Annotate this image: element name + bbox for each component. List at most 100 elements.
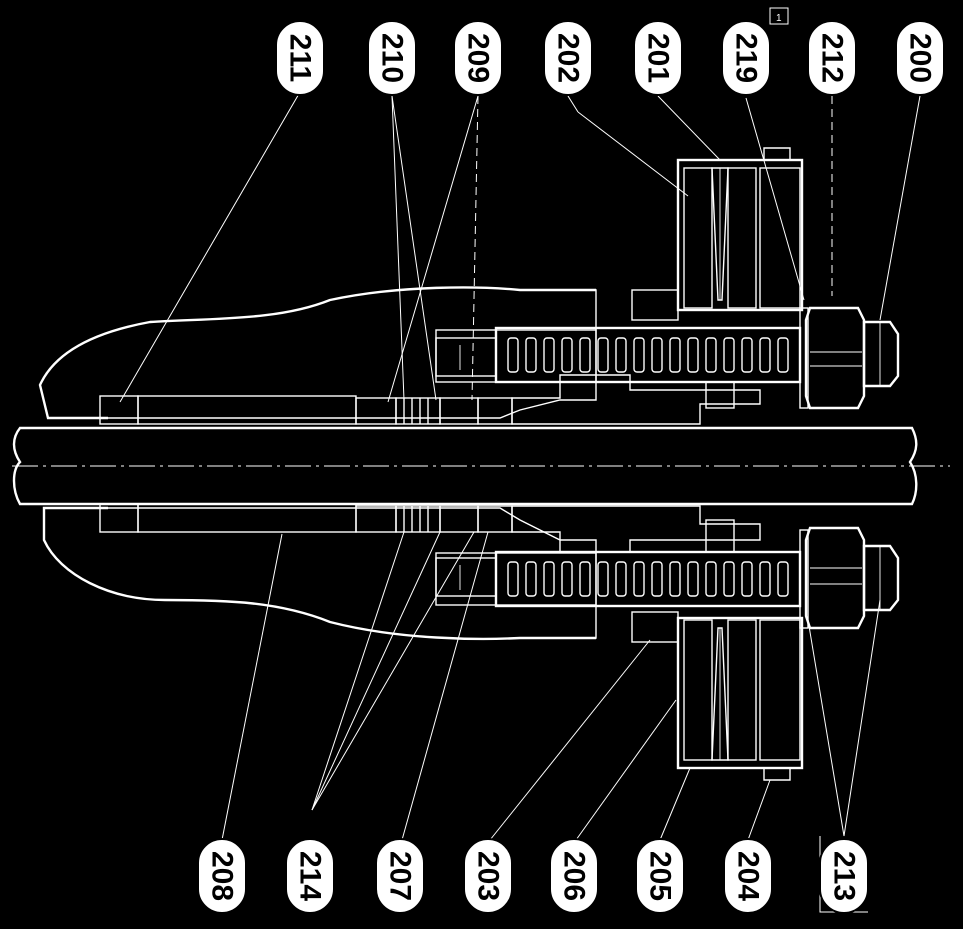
spring-stack-lower <box>676 616 804 770</box>
thread-mark <box>705 561 717 597</box>
callout-bubble-shape <box>723 838 773 914</box>
callout-209: 209 <box>453 20 503 96</box>
thread-mark <box>525 561 537 597</box>
thread-mark <box>651 337 663 373</box>
callout-211: 211 <box>275 20 325 96</box>
callout-bubble-shape <box>635 838 685 914</box>
spring-stack-upper <box>676 158 804 312</box>
thread-mark <box>597 337 609 373</box>
pin-upper <box>705 381 735 409</box>
callout-bubbles: 211 210 209 202 201 219 212 200 208 214 207 203 206 2… <box>197 20 945 914</box>
thread-mark <box>705 337 717 373</box>
shaft <box>12 426 950 506</box>
thread-mark <box>507 337 519 373</box>
callout-bubble-shape <box>543 20 593 96</box>
callout-219: 219 <box>721 20 771 96</box>
thread-mark <box>597 561 609 597</box>
callout-label: 200 <box>904 33 937 83</box>
thread-mark <box>669 561 681 597</box>
stud-lower <box>494 550 802 608</box>
callout-bubble-shape <box>463 838 513 914</box>
callout-label: 207 <box>384 851 417 901</box>
callout-205: 205 <box>635 838 685 914</box>
revision-mark-text: 1 <box>776 13 782 24</box>
pin-lower <box>705 519 735 553</box>
callout-bubble-shape <box>807 20 857 96</box>
thread-mark <box>669 337 681 373</box>
thread-mark <box>759 561 771 597</box>
stud-upper <box>494 326 802 384</box>
thread-mark <box>561 561 573 597</box>
thread-mark <box>759 337 771 373</box>
packing-rings <box>355 397 513 533</box>
thread-mark <box>777 561 789 597</box>
thread-mark <box>687 561 699 597</box>
callout-label: 209 <box>462 33 495 83</box>
callout-213: 213 <box>819 838 869 914</box>
thread-mark <box>651 561 663 597</box>
leader-lines <box>119 91 921 841</box>
callout-label: 219 <box>730 33 763 83</box>
callout-bubble-shape <box>275 20 325 96</box>
callout-206: 206 <box>549 838 599 914</box>
thread-mark <box>741 337 753 373</box>
callout-label: 214 <box>294 851 327 901</box>
callout-200: 200 <box>895 20 945 96</box>
callout-label: 202 <box>552 33 585 83</box>
callout-bubble-shape <box>367 20 417 96</box>
thread-mark <box>615 337 627 373</box>
callout-bubble-shape <box>549 838 599 914</box>
callout-bubble-shape <box>633 20 683 96</box>
thread-mark <box>633 561 645 597</box>
thread-mark <box>507 561 519 597</box>
callout-208: 208 <box>197 838 247 914</box>
stud-end-lower <box>435 557 497 597</box>
callout-bubble-shape <box>819 838 869 914</box>
callout-203: 203 <box>463 838 513 914</box>
thread-mark <box>615 561 627 597</box>
screw-upper <box>763 147 791 161</box>
thread-mark <box>543 337 555 373</box>
callout-bubble-shape <box>895 20 945 96</box>
callout-label: 212 <box>816 33 849 83</box>
nut-upper <box>799 306 900 410</box>
bushing-upper <box>137 395 357 425</box>
callout-214: 214 <box>285 838 335 914</box>
nut-lower <box>799 526 900 630</box>
callout-202: 202 <box>543 20 593 96</box>
callout-label: 205 <box>644 851 677 901</box>
callout-212: 212 <box>807 20 857 96</box>
callout-label: 203 <box>472 851 505 901</box>
housing-upper <box>38 286 597 420</box>
thread-mark <box>777 337 789 373</box>
revision-mark: 1 <box>769 7 789 25</box>
callout-label: 204 <box>732 851 765 901</box>
callout-210: 210 <box>367 20 417 96</box>
callout-207: 207 <box>375 838 425 914</box>
callout-bubble-shape <box>197 838 247 914</box>
housing-lower <box>42 506 597 641</box>
thread-mark <box>525 337 537 373</box>
callout-label: 210 <box>376 33 409 83</box>
callout-label: 208 <box>206 851 239 901</box>
end-ring-upper <box>99 395 139 425</box>
thread-mark <box>561 337 573 373</box>
thread-mark <box>579 337 591 373</box>
callout-201: 201 <box>633 20 683 96</box>
thread-mark <box>543 561 555 597</box>
callout-label: 213 <box>828 851 861 901</box>
callout-label: 201 <box>642 33 675 83</box>
thread-mark <box>723 337 735 373</box>
thread-mark <box>723 561 735 597</box>
stud-end-upper <box>435 337 497 377</box>
callout-bubble-shape <box>453 20 503 96</box>
thread-mark <box>579 561 591 597</box>
thread-mark <box>687 337 699 373</box>
callout-bubble-shape <box>721 20 771 96</box>
thread-mark <box>633 337 645 373</box>
callout-204: 204 <box>723 838 773 914</box>
callout-bubble-shape <box>375 838 425 914</box>
callout-label: 211 <box>284 34 317 82</box>
thread-mark <box>741 561 753 597</box>
